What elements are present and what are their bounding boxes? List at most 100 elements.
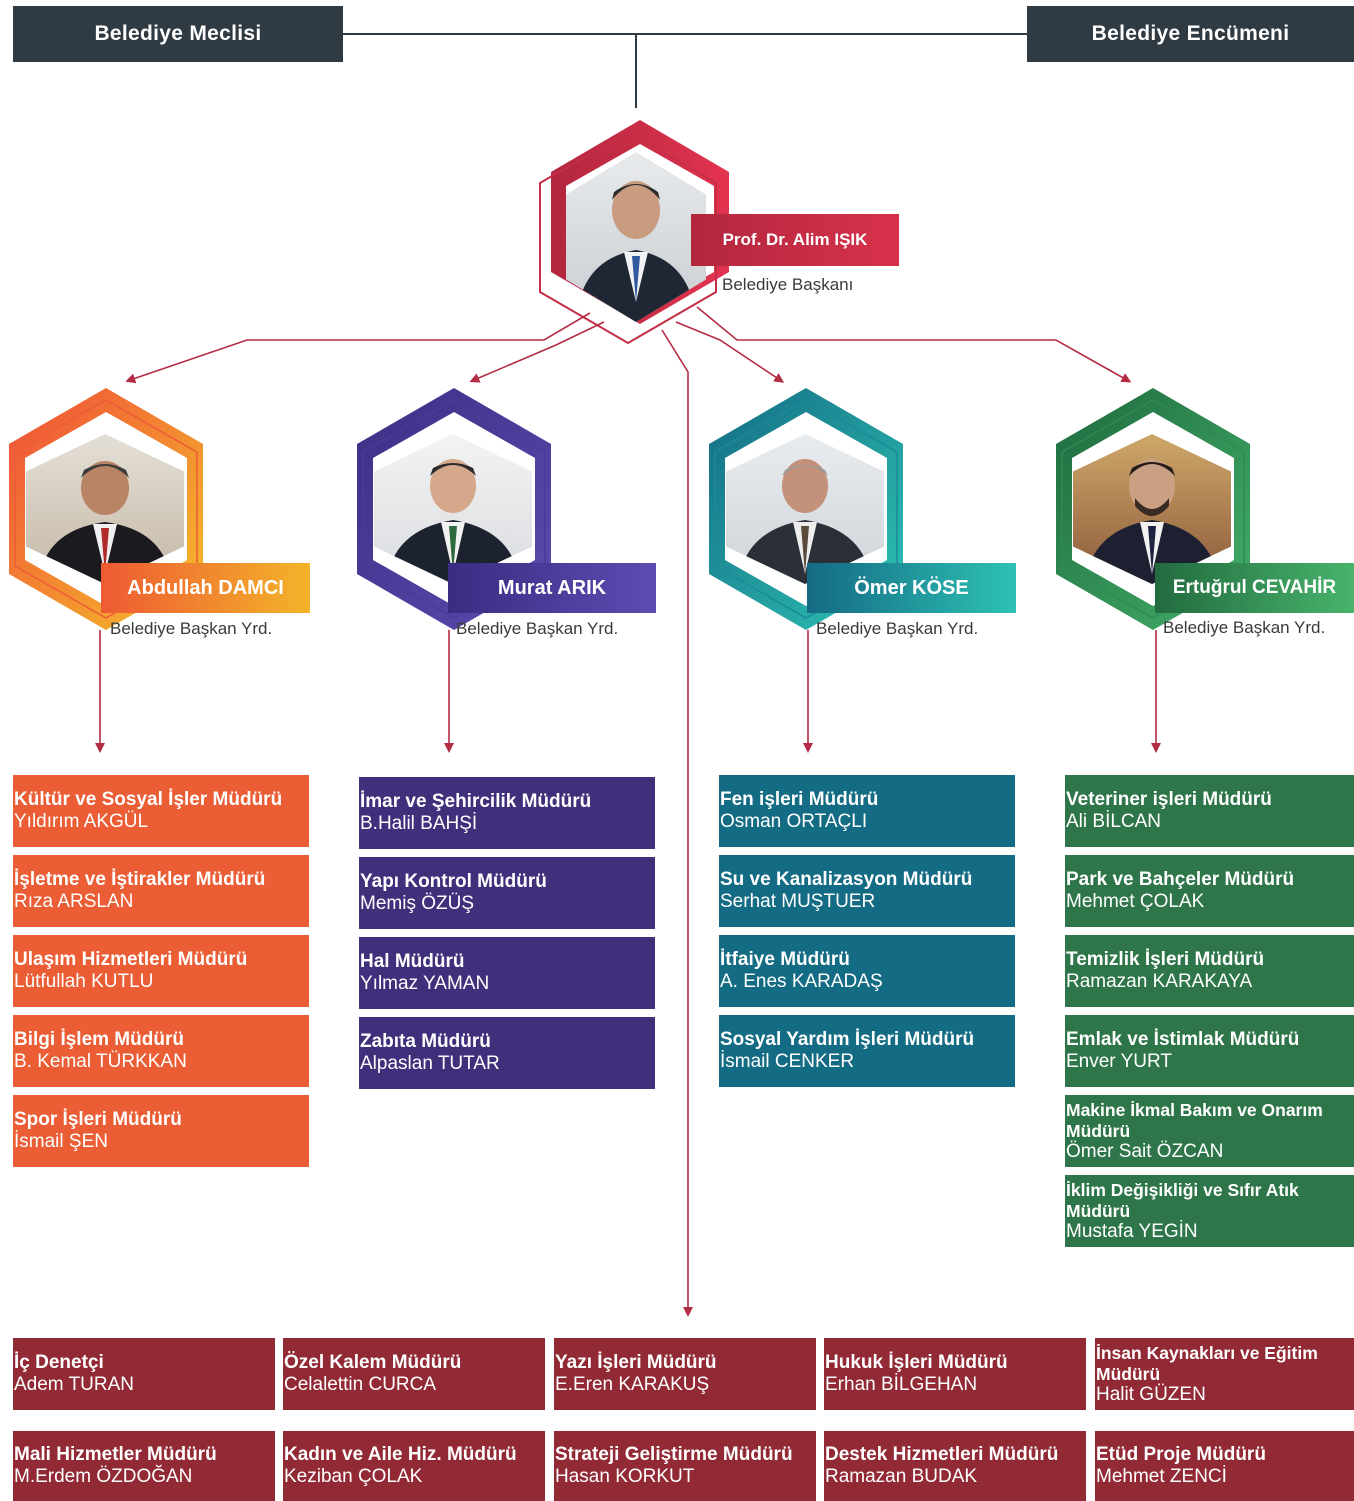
dept-card: Hukuk İşleri Müdürü Erhan BİLGEHAN — [824, 1338, 1086, 1410]
dept-manager: Halit GÜZEN — [1096, 1384, 1206, 1405]
dept-title: Mali Hizmetler Müdürü — [14, 1444, 217, 1465]
dept-manager: Ramazan BUDAK — [825, 1466, 978, 1487]
dept-manager: Mehmet ÇOLAK — [1066, 891, 1205, 912]
dept-title: Temizlik İşleri Müdürü — [1066, 949, 1265, 970]
dept-title: Makine İkmal Bakım ve Onarım Müdürü — [1066, 1100, 1323, 1141]
mayor-hex-outline — [539, 130, 717, 345]
dept-title: İmar ve Şehircilik Müdürü — [360, 791, 592, 812]
dept-manager: Yıldırım AKGÜL — [14, 811, 149, 832]
dept-card: Makine İkmal Bakım ve Onarım Müdürü Ömer… — [1065, 1095, 1354, 1167]
dept-manager: Erhan BİLGEHAN — [825, 1374, 978, 1395]
dept-title: Zabıta Müdürü — [360, 1031, 491, 1052]
dept-title: Veteriner işleri Müdürü — [1066, 789, 1272, 810]
dept-card: Strateji Geliştirme Müdürü Hasan KORKUT — [554, 1431, 816, 1501]
arrow-to-bottom-units — [661, 329, 693, 1317]
deputy-4-photo — [1073, 434, 1231, 584]
dept-card: Yazı İşleri Müdürü E.Eren KARAKUŞ — [554, 1338, 816, 1410]
dept-card: Kadın ve Aile Hiz. Müdürü Keziban ÇOLAK — [283, 1431, 545, 1501]
council-box: Belediye Meclisi — [13, 6, 343, 62]
dept-card: Park ve Bahçeler Müdürü Mehmet ÇOLAK — [1065, 855, 1354, 927]
dept-title: Etüd Proje Müdürü — [1096, 1444, 1266, 1465]
dept-manager: Ömer Sait ÖZCAN — [1066, 1141, 1224, 1162]
dept-title: Su ve Kanalizasyon Müdürü — [720, 869, 973, 890]
committee-box: Belediye Encümeni — [1027, 6, 1354, 62]
deputy-4-name: Ertuğrul CEVAHİR — [1155, 563, 1354, 613]
dept-title: İklim Değişikliği ve Sıfır Atık Müdürü — [1066, 1180, 1299, 1221]
dept-card: Spor İşleri Müdürü İsmail ŞEN — [13, 1095, 309, 1167]
dept-title: İnsan Kaynakları ve Eğitim Müdürü — [1096, 1343, 1318, 1384]
dept-manager: Yılmaz YAMAN — [360, 973, 490, 994]
dept-manager: B. Kemal TÜRKKAN — [14, 1051, 187, 1072]
mayor-name-box: Prof. Dr. Alim IŞIK — [691, 214, 899, 266]
dept-title: Hukuk İşleri Müdürü — [825, 1352, 1008, 1373]
dept-manager: Adem TURAN — [14, 1374, 135, 1395]
dept-card: İç Denetçi Adem TURAN — [13, 1338, 275, 1410]
deputy-2-hex-outline — [362, 399, 546, 619]
dept-manager: Ramazan KARAKAYA — [1066, 971, 1253, 992]
dept-manager: Celalettin CURCA — [284, 1374, 437, 1395]
dept-title: Spor İşleri Müdürü — [14, 1109, 182, 1130]
dept-manager: Ali BİLCAN — [1066, 811, 1162, 832]
dept-manager: Memiş ÖZÜŞ — [360, 893, 474, 914]
dept-manager: Serhat MUŞTUER — [720, 891, 876, 912]
dept-card: Emlak ve İstimlak Müdürü Enver YURT — [1065, 1015, 1354, 1087]
dept-title: Ulaşım Hizmetleri Müdürü — [14, 949, 248, 970]
dept-manager: Mehmet ZENCİ — [1096, 1466, 1227, 1487]
arrow-to-deputy-1 — [125, 312, 591, 384]
dept-card: Su ve Kanalizasyon Müdürü Serhat MUŞTUER — [719, 855, 1015, 927]
dept-manager: Rıza ARSLAN — [14, 891, 134, 912]
dept-card: Fen işleri Müdürü Osman ORTAÇLI — [719, 775, 1015, 847]
arrow-to-deputy-4 — [696, 306, 1132, 383]
deputy-2-name: Murat ARIK — [448, 563, 656, 613]
dept-title: Bilgi İşlem Müdürü — [14, 1029, 184, 1050]
dept-manager: Osman ORTAÇLI — [720, 811, 868, 832]
dept-manager: Enver YURT — [1066, 1051, 1172, 1072]
deputy-4-hex-outline — [1061, 399, 1245, 619]
arrow-to-deputy-2 — [469, 321, 605, 383]
deputy-3-hex-outline — [714, 399, 898, 619]
dept-manager: İsmail ŞEN — [14, 1131, 108, 1152]
dept-card: Ulaşım Hizmetleri Müdürü Lütfullah KUTLU — [13, 935, 309, 1007]
deputy-3-name: Ömer KÖSE — [807, 563, 1016, 613]
dept-card: Sosyal Yardım İşleri Müdürü İsmail CENKE… — [719, 1015, 1015, 1087]
dept-card: Bilgi İşlem Müdürü B. Kemal TÜRKKAN — [13, 1015, 309, 1087]
dept-card: Veteriner işleri Müdürü Ali BİLCAN — [1065, 775, 1354, 847]
dept-title: Destek Hizmetleri Müdürü — [825, 1444, 1059, 1465]
dept-manager: A. Enes KARADAŞ — [720, 971, 883, 992]
dept-title: Park ve Bahçeler Müdürü — [1066, 869, 1295, 890]
dept-card: İnsan Kaynakları ve Eğitim Müdürü Halit … — [1095, 1338, 1354, 1410]
dept-manager: B.Halil BAHŞİ — [360, 813, 478, 834]
dept-title: Strateji Geliştirme Müdürü — [555, 1444, 793, 1465]
deputy-1-name: Abdullah DAMCI — [101, 563, 310, 613]
dept-card: İşletme ve İştirakler Müdürü Rıza ARSLAN — [13, 855, 309, 927]
dept-manager: M.Erdem ÖZDOĞAN — [14, 1466, 193, 1487]
dept-card: Hal Müdürü Yılmaz YAMAN — [359, 937, 655, 1009]
deputy-1-hex-outline — [14, 399, 198, 619]
dept-title: İtfaiye Müdürü — [720, 949, 850, 970]
dept-title: İç Denetçi — [14, 1352, 104, 1373]
dept-card: Temizlik İşleri Müdürü Ramazan KARAKAYA — [1065, 935, 1354, 1007]
mayor-role: Belediye Başkanı — [722, 275, 854, 294]
dept-manager: Hasan KORKUT — [555, 1466, 695, 1487]
dept-card: Kültür ve Sosyal İşler Müdürü Yıldırım A… — [13, 775, 309, 847]
deputy-1-role: Belediye Başkan Yrd. — [110, 619, 273, 638]
dept-title: Fen işleri Müdürü — [720, 789, 879, 810]
dept-title: Emlak ve İstimlak Müdürü — [1066, 1029, 1300, 1050]
dept-card: Destek Hizmetleri Müdürü Ramazan BUDAK — [824, 1431, 1086, 1501]
dept-manager: Mustafa YEGİN — [1066, 1221, 1198, 1242]
dept-card: İtfaiye Müdürü A. Enes KARADAŞ — [719, 935, 1015, 1007]
dept-title: Kültür ve Sosyal İşler Müdürü — [14, 789, 283, 810]
dept-title: Özel Kalem Müdürü — [284, 1352, 462, 1373]
deputy-2-role: Belediye Başkan Yrd. — [456, 619, 619, 638]
dept-manager: İsmail CENKER — [720, 1051, 855, 1072]
deputy-3-role: Belediye Başkan Yrd. — [816, 619, 979, 638]
dept-card: İmar ve Şehircilik Müdürü B.Halil BAHŞİ — [359, 777, 655, 849]
dept-title: Kadın ve Aile Hiz. Müdürü — [284, 1444, 517, 1465]
dept-card: Yapı Kontrol Müdürü Memiş ÖZÜŞ — [359, 857, 655, 929]
dept-title: Yazı İşleri Müdürü — [555, 1352, 717, 1373]
dept-card: Zabıta Müdürü Alpaslan TUTAR — [359, 1017, 655, 1089]
dept-manager: Keziban ÇOLAK — [284, 1466, 423, 1487]
dept-card: İklim Değişikliği ve Sıfır Atık Müdürü M… — [1065, 1175, 1354, 1247]
dept-card: Etüd Proje Müdürü Mehmet ZENCİ — [1095, 1431, 1354, 1501]
dept-title: İşletme ve İştirakler Müdürü — [14, 869, 266, 890]
